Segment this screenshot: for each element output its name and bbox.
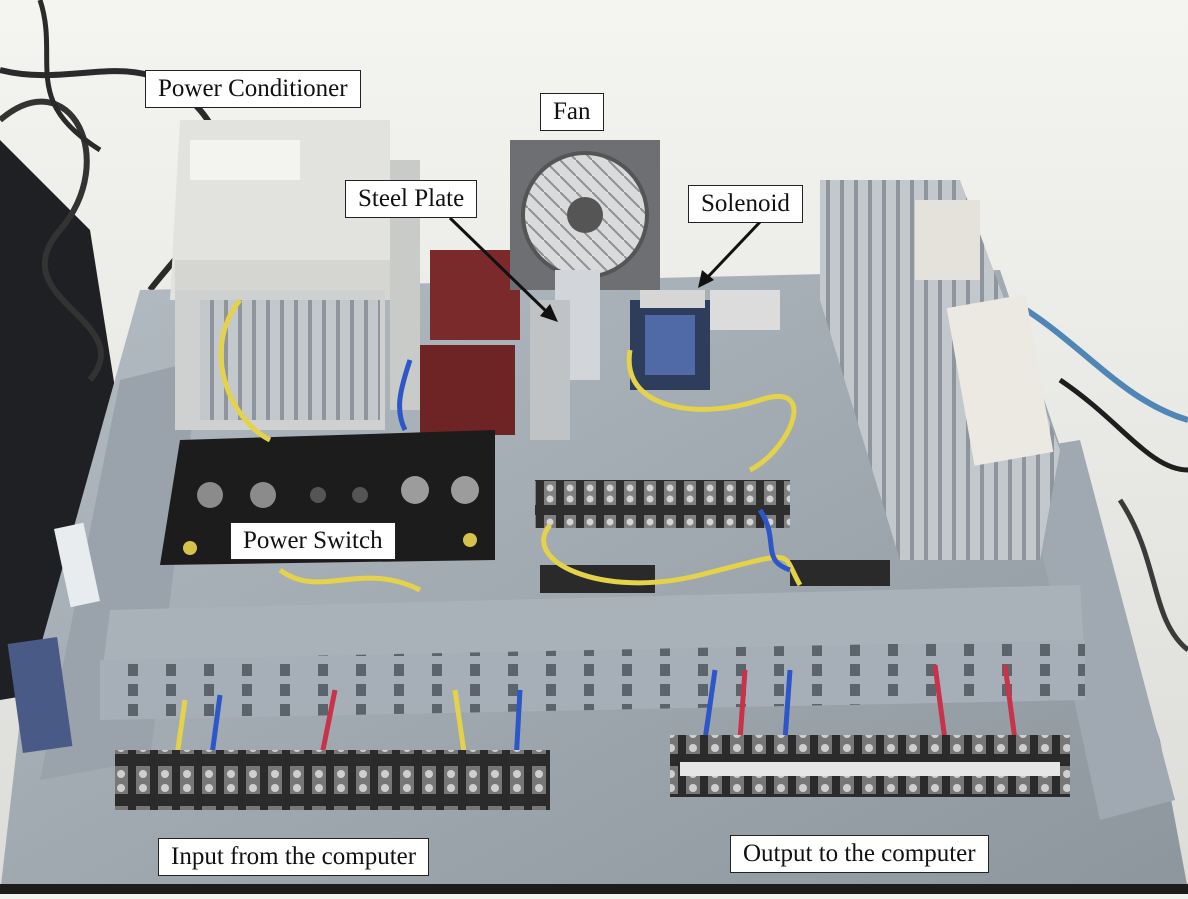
solenoid-arrow [703, 220, 762, 282]
fan [510, 140, 660, 290]
steel-plate-arrow [448, 216, 552, 317]
cable [1058, 377, 1188, 473]
cable [1117, 498, 1188, 652]
label-tag [7, 637, 73, 753]
steel-plate-arrowhead [540, 304, 558, 322]
module [946, 294, 1054, 466]
label-solenoid: Solenoid [688, 185, 803, 223]
relay-block [420, 345, 515, 435]
solenoid [630, 290, 780, 390]
label-tag [54, 522, 100, 608]
wire [757, 508, 791, 573]
solenoid-arrowhead [698, 270, 714, 288]
terminal-strip-label [680, 762, 1060, 776]
relay-block [430, 250, 520, 340]
right-wire-duct [1020, 440, 1175, 820]
fuse-holder [790, 560, 890, 586]
label-output-to-computer: Output to the computer [730, 835, 989, 873]
steel-plate-base [530, 300, 570, 440]
label-power-switch: Power Switch [230, 522, 396, 560]
module [915, 200, 980, 280]
wire [397, 359, 413, 432]
cable [1008, 297, 1188, 423]
monitor-edge [0, 140, 120, 700]
bottom-edge [0, 884, 1188, 894]
wire [541, 523, 803, 587]
wire [218, 298, 272, 443]
wire [278, 567, 422, 593]
cable [37, 0, 102, 153]
label-steel-plate: Steel Plate [345, 180, 478, 218]
terminal-strip-input [115, 750, 550, 810]
label-fan: Fan [540, 93, 604, 131]
label-input-from-computer: Input from the computer [158, 838, 430, 876]
power-conditioner [170, 120, 420, 430]
label-power-conditioner: Power Conditioner [145, 70, 361, 108]
duct-slots [100, 640, 1085, 720]
terminal-strip-middle [535, 480, 790, 528]
heatsink [820, 180, 1060, 560]
wire [626, 349, 797, 473]
